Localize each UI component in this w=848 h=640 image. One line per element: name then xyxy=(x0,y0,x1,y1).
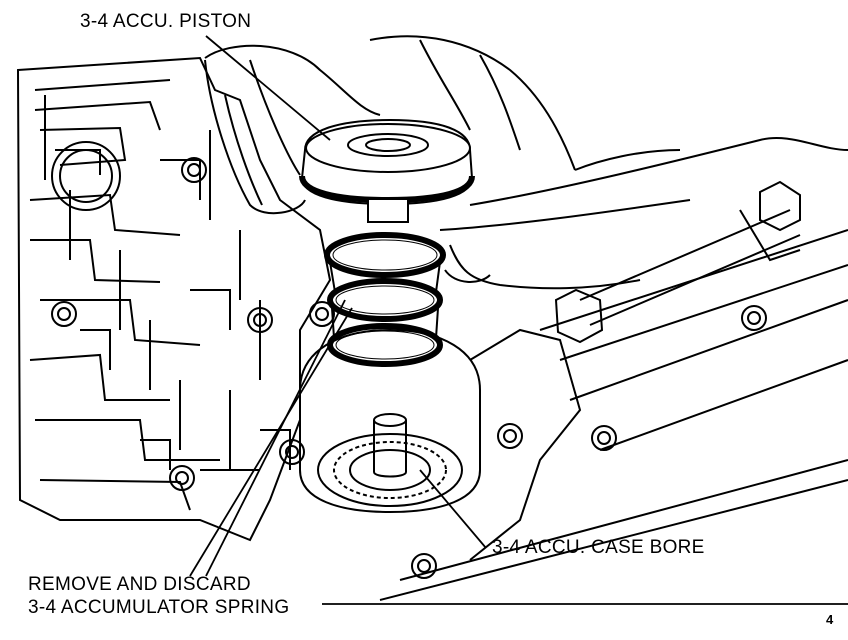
bore-leader xyxy=(419,469,487,549)
spring-leader-2 xyxy=(205,299,346,577)
accumulator-spring-label: 3-4 ACCUMULATOR SPRING xyxy=(28,597,290,618)
wrench-tool xyxy=(554,180,801,344)
remove-discard-label: REMOVE AND DISCARD xyxy=(28,574,251,595)
piston-label: 3-4 ACCU. PISTON xyxy=(80,11,252,32)
case-bore xyxy=(299,328,481,514)
accumulator-springs xyxy=(324,232,446,367)
piston-leader xyxy=(205,35,331,141)
case-bore-label: 3-4 ACCU. CASE BORE xyxy=(492,537,705,558)
valve-body xyxy=(16,56,332,542)
bolt-heads xyxy=(51,157,767,579)
leader-lines xyxy=(189,35,848,605)
spring-leader xyxy=(189,307,353,577)
technician-hands xyxy=(204,35,848,290)
accumulator-piston xyxy=(299,118,475,223)
figure-number: 4 xyxy=(826,612,834,627)
